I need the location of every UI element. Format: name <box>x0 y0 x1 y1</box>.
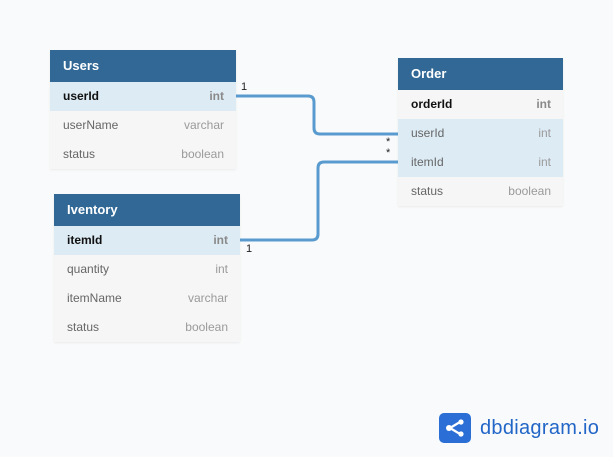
field-type: boolean <box>181 147 224 161</box>
field-type: int <box>213 233 228 247</box>
field-name: orderId <box>411 97 453 111</box>
table-header-users[interactable]: Users <box>50 50 236 82</box>
cardinality-users-one: 1 <box>241 81 248 93</box>
table-users[interactable]: Users userId int userName varchar status… <box>50 50 236 169</box>
field-name: userId <box>411 126 445 140</box>
field-row-itemname[interactable]: itemName varchar <box>54 284 240 313</box>
field-type: int <box>538 155 551 169</box>
field-type: boolean <box>508 184 551 198</box>
field-type: int <box>209 89 224 103</box>
field-name: status <box>67 320 100 334</box>
field-type: int <box>538 126 551 140</box>
table-order[interactable]: Order orderId int userId int itemId int … <box>398 58 563 206</box>
field-name: userName <box>63 118 119 132</box>
field-name: status <box>63 147 96 161</box>
field-row-itemid[interactable]: itemId int <box>54 226 240 255</box>
dbdiagram-logo-icon <box>439 413 471 443</box>
field-name: quantity <box>67 262 110 276</box>
field-row-orderid[interactable]: orderId int <box>398 90 563 119</box>
table-iventory[interactable]: Iventory itemId int quantity int itemNam… <box>54 194 240 342</box>
field-row-username[interactable]: userName varchar <box>50 111 236 140</box>
field-name: itemName <box>67 291 122 305</box>
field-row-status[interactable]: status boolean <box>398 177 563 206</box>
field-type: int <box>215 262 228 276</box>
field-row-userid[interactable]: userId int <box>398 119 563 148</box>
field-name: userId <box>63 89 100 103</box>
table-header-iventory[interactable]: Iventory <box>54 194 240 226</box>
field-row-status[interactable]: status boolean <box>50 140 236 169</box>
brand-label: dbdiagram.io <box>480 416 600 439</box>
brand-watermark[interactable]: dbdiagram.io <box>439 413 599 443</box>
cardinality-order-itemid-many: * <box>386 147 391 159</box>
field-type: varchar <box>183 118 224 132</box>
relation-users-order[interactable] <box>236 94 398 136</box>
field-name: status <box>411 184 444 198</box>
table-header-order[interactable]: Order <box>398 58 563 90</box>
field-type: int <box>536 97 551 111</box>
field-row-itemid[interactable]: itemId int <box>398 148 563 177</box>
cardinality-order-userid-many: * <box>386 136 391 148</box>
field-row-quantity[interactable]: quantity int <box>54 255 240 284</box>
field-row-status[interactable]: status boolean <box>54 313 240 342</box>
field-name: itemId <box>411 155 444 169</box>
relation-iventory-order[interactable] <box>240 160 398 242</box>
field-type: varchar <box>187 291 228 305</box>
cardinality-iventory-one: 1 <box>246 243 253 255</box>
field-row-userid[interactable]: userId int <box>50 82 236 111</box>
field-name: itemId <box>67 233 103 247</box>
field-type: boolean <box>185 320 228 334</box>
